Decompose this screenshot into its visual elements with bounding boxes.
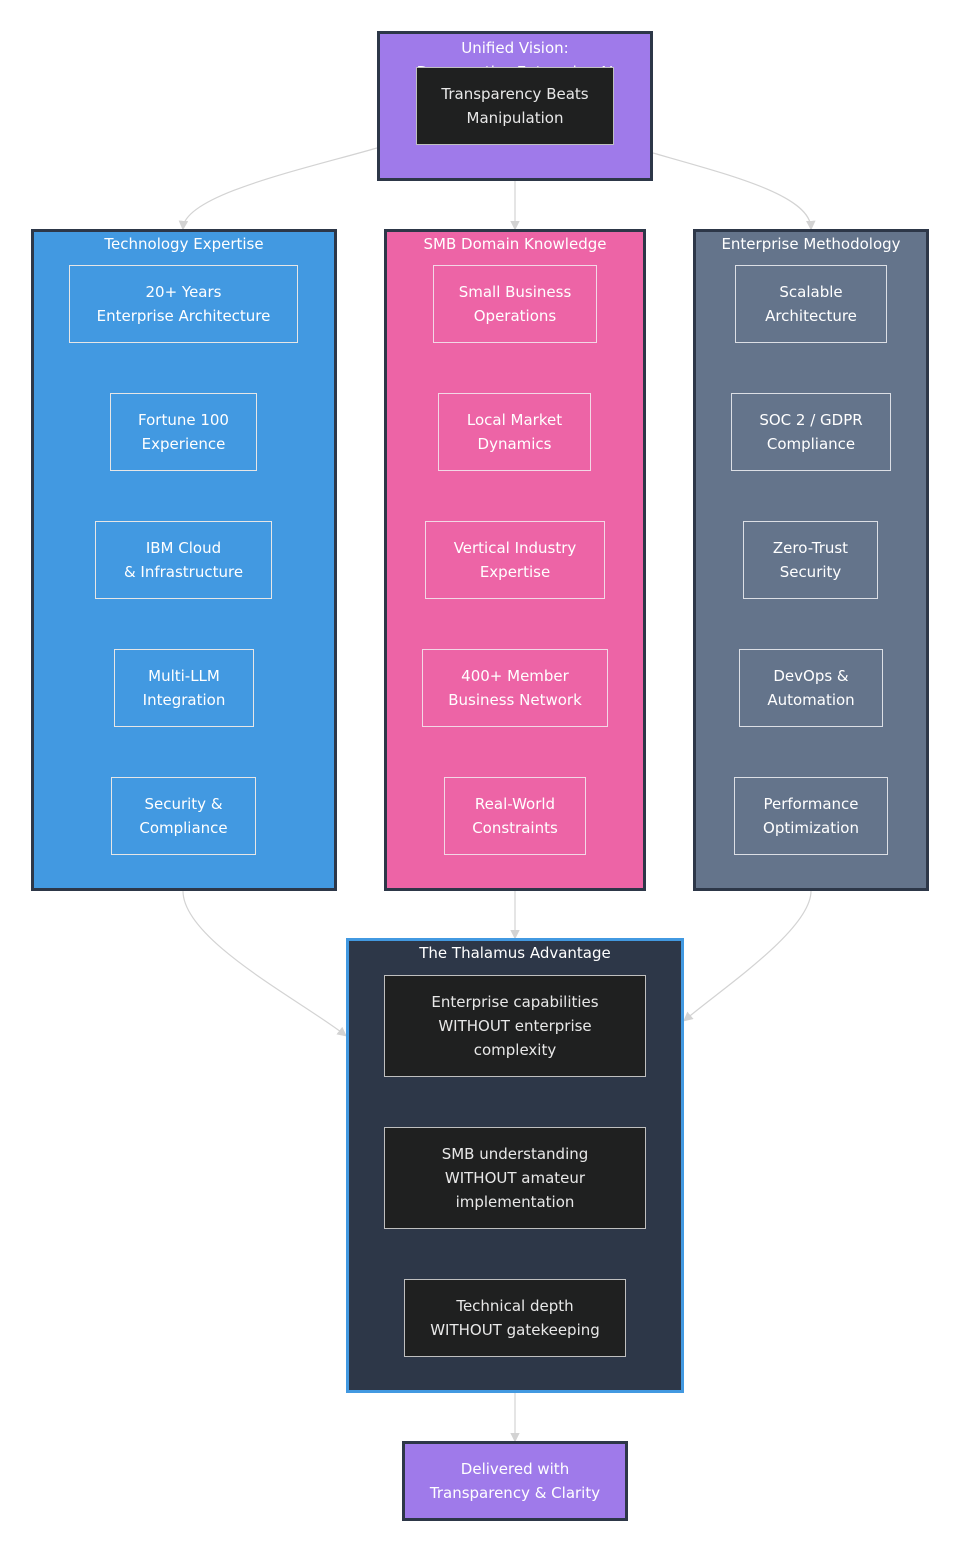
ent-node-scalable-architecture: Scalable Architecture xyxy=(735,265,887,343)
edge-technology-to-advantage xyxy=(182,890,347,1037)
smb-node-real-world-constraints: Real-World Constraints xyxy=(444,777,586,855)
advantage-node-smb-understanding: SMB understanding WITHOUT amateur implem… xyxy=(384,1127,646,1229)
tech-node-multi-llm: Multi-LLM Integration xyxy=(114,649,254,727)
edge-enterprise-to-advantage xyxy=(683,890,812,1022)
smb-node-vertical-industry: Vertical Industry Expertise xyxy=(425,521,605,599)
smb-node-small-business-operations: Small Business Operations xyxy=(433,265,597,343)
advantage-node-technical-depth: Technical depth WITHOUT gatekeeping xyxy=(404,1279,626,1357)
tech-node-ibm-cloud: IBM Cloud & Infrastructure xyxy=(95,521,272,599)
tech-node-security-compliance: Security & Compliance xyxy=(111,777,256,855)
ent-node-devops: DevOps & Automation xyxy=(739,649,883,727)
edge-vision-to-technology xyxy=(178,147,378,231)
advantage-node-enterprise-capabilities: Enterprise capabilities WITHOUT enterpri… xyxy=(384,975,646,1077)
tech-node-enterprise-architecture: 20+ Years Enterprise Architecture xyxy=(69,265,298,343)
thalamus-advantage-title: The Thalamus Advantage xyxy=(419,944,611,962)
edge-vision-to-enterprise xyxy=(652,152,816,231)
transparency-beats-manipulation-node: Transparency Beats Manipulation xyxy=(416,67,614,145)
ent-node-zero-trust: Zero-Trust Security xyxy=(743,521,878,599)
tech-node-fortune-100: Fortune 100 Experience xyxy=(110,393,257,471)
smb-domain-knowledge-title: SMB Domain Knowledge xyxy=(423,235,607,253)
ent-node-soc2-gdpr: SOC 2 / GDPR Compliance xyxy=(731,393,891,471)
delivered-node: Delivered with Transparency & Clarity xyxy=(402,1441,628,1521)
ent-node-performance: Performance Optimization xyxy=(734,777,888,855)
smb-node-member-network: 400+ Member Business Network xyxy=(422,649,608,727)
enterprise-methodology-title: Enterprise Methodology xyxy=(721,235,901,253)
smb-node-local-market-dynamics: Local Market Dynamics xyxy=(438,393,591,471)
technology-expertise-title: Technology Expertise xyxy=(104,235,264,253)
